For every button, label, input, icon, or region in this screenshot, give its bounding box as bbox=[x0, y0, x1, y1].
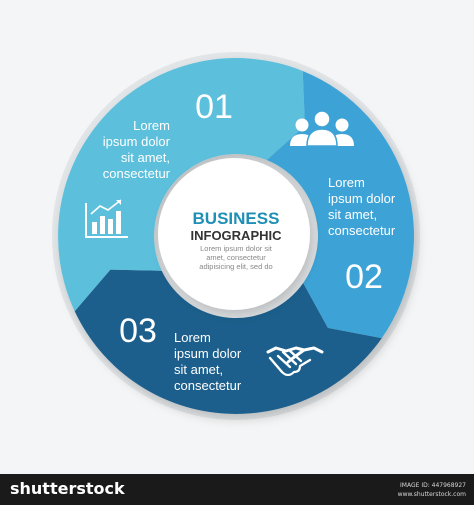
image-url: www.shutterstock.com bbox=[397, 491, 466, 498]
center-circle bbox=[158, 158, 310, 310]
center-subtitle: INFOGRAPHIC bbox=[191, 228, 283, 243]
segment-01-text-line: consectetur bbox=[103, 166, 171, 181]
cycle-diagram: BUSINESS INFOGRAPHIC Lorem ipsum dolor s… bbox=[52, 52, 420, 420]
segment-03-text-line: ipsum dolor bbox=[174, 346, 242, 361]
segment-02-number: 02 bbox=[345, 258, 383, 296]
segment-01-text-line: ipsum dolor bbox=[103, 134, 171, 149]
segment-02-text-line: sit amet, bbox=[328, 207, 377, 222]
segment-03-text-line: sit amet, bbox=[174, 362, 223, 377]
infographic-canvas: BUSINESS INFOGRAPHIC Lorem ipsum dolor s… bbox=[52, 52, 420, 420]
center-body-line: amet, consectetur bbox=[206, 253, 266, 262]
center-body-line: Lorem ipsum dolor sit bbox=[200, 244, 273, 253]
segment-02-text-line: ipsum dolor bbox=[328, 191, 396, 206]
segment-01-text-line: Lorem bbox=[133, 118, 170, 133]
segment-03 bbox=[74, 269, 382, 414]
handshake-icon bbox=[266, 346, 324, 377]
bar-chart-icon bbox=[85, 199, 128, 238]
segment-01 bbox=[58, 58, 305, 312]
segment-03-text-line: consectetur bbox=[174, 378, 242, 393]
team-users-icon bbox=[290, 110, 354, 147]
shutterstock-logo: shutterstock bbox=[10, 479, 125, 498]
segment-02-text-line: consectetur bbox=[328, 223, 396, 238]
image-id: IMAGE ID: 447968927 bbox=[400, 482, 466, 489]
segment-03-text-line: Lorem bbox=[174, 330, 211, 345]
footer-bar: shutterstock IMAGE ID: 447968927 www.shu… bbox=[0, 474, 474, 505]
center-body-line: adipisicing elit, sed do bbox=[199, 262, 272, 271]
segment-01-text-line: sit amet, bbox=[121, 150, 170, 165]
segment-02-text-line: Lorem bbox=[328, 175, 365, 190]
segment-01-number: 01 bbox=[195, 88, 233, 126]
segment-03-number: 03 bbox=[119, 312, 157, 350]
center-title: BUSINESS bbox=[193, 209, 280, 228]
image-meta: IMAGE ID: 447968927 www.shutterstock.com bbox=[398, 481, 466, 499]
